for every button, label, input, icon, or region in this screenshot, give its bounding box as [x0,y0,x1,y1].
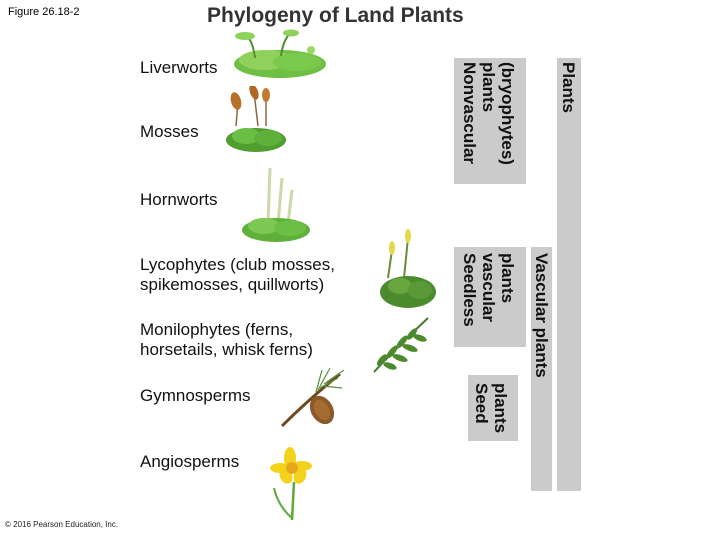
vascular-plants-bracket [531,247,552,491]
bracket-line: plants [498,253,517,304]
group-lycophytes: Lycophytes (club mosses, spikemosses, qu… [140,255,335,295]
bracket-line: plants [491,383,510,434]
angiosperm-illustration [270,447,312,521]
group-hornworts: Hornworts [140,190,217,210]
nonvascular-label: (bryophytes) plants Nonvascular [460,62,517,184]
seed-bracket [468,375,518,441]
moss-illustration [226,86,286,152]
diagram-title: Phylogeny of Land Plants [207,4,464,27]
seedless-label: plants vascular Seedless [460,253,517,345]
group-gymnosperms: Gymnosperms [140,386,251,406]
plants-bracket [557,58,581,491]
group-line: Liverworts [140,58,218,77]
bracket-line: Nonvascular [460,62,479,165]
nonvascular-bracket [454,58,526,184]
group-line: Mosses [140,122,199,141]
copyright-notice: © 2016 Pearson Education, Inc. [5,520,119,529]
figure-label: Figure 26.18-2 [8,6,80,18]
group-liverworts: Liverworts [140,58,217,78]
lycophyte-illustration [380,229,436,308]
group-angiosperms: Angiosperms [140,452,239,472]
vascular-plants-label: Vascular plants [532,253,551,378]
seed-label: plants Seed [472,383,510,441]
bracket-line: (bryophytes) [498,62,517,165]
bracket-line: Seed [472,383,491,424]
group-monilophytes: Monilophytes (ferns, horsetails, whisk f… [140,320,313,360]
gymnosperm-illustration [280,367,345,428]
group-line: Lycophytes (club mosses, [140,255,335,274]
bracket-line: plants [479,62,498,113]
fern-illustration [373,317,429,373]
group-line: horsetails, whisk ferns) [140,340,313,359]
group-line: Angiosperms [140,452,240,471]
group-line: Hornworts [140,190,218,209]
bracket-line: vascular [479,253,498,322]
bracket-line: Seedless [460,253,479,327]
group-mosses: Mosses [140,122,199,142]
group-line: Monilophytes (ferns, [140,320,294,339]
plants-label: Plants [559,62,578,114]
liverwort-illustration [234,29,326,78]
seedless-bracket [454,247,526,347]
group-line: Gymnosperms [140,386,251,405]
group-line: spikemosses, quillworts) [140,275,325,294]
hornwort-illustration [242,167,310,242]
